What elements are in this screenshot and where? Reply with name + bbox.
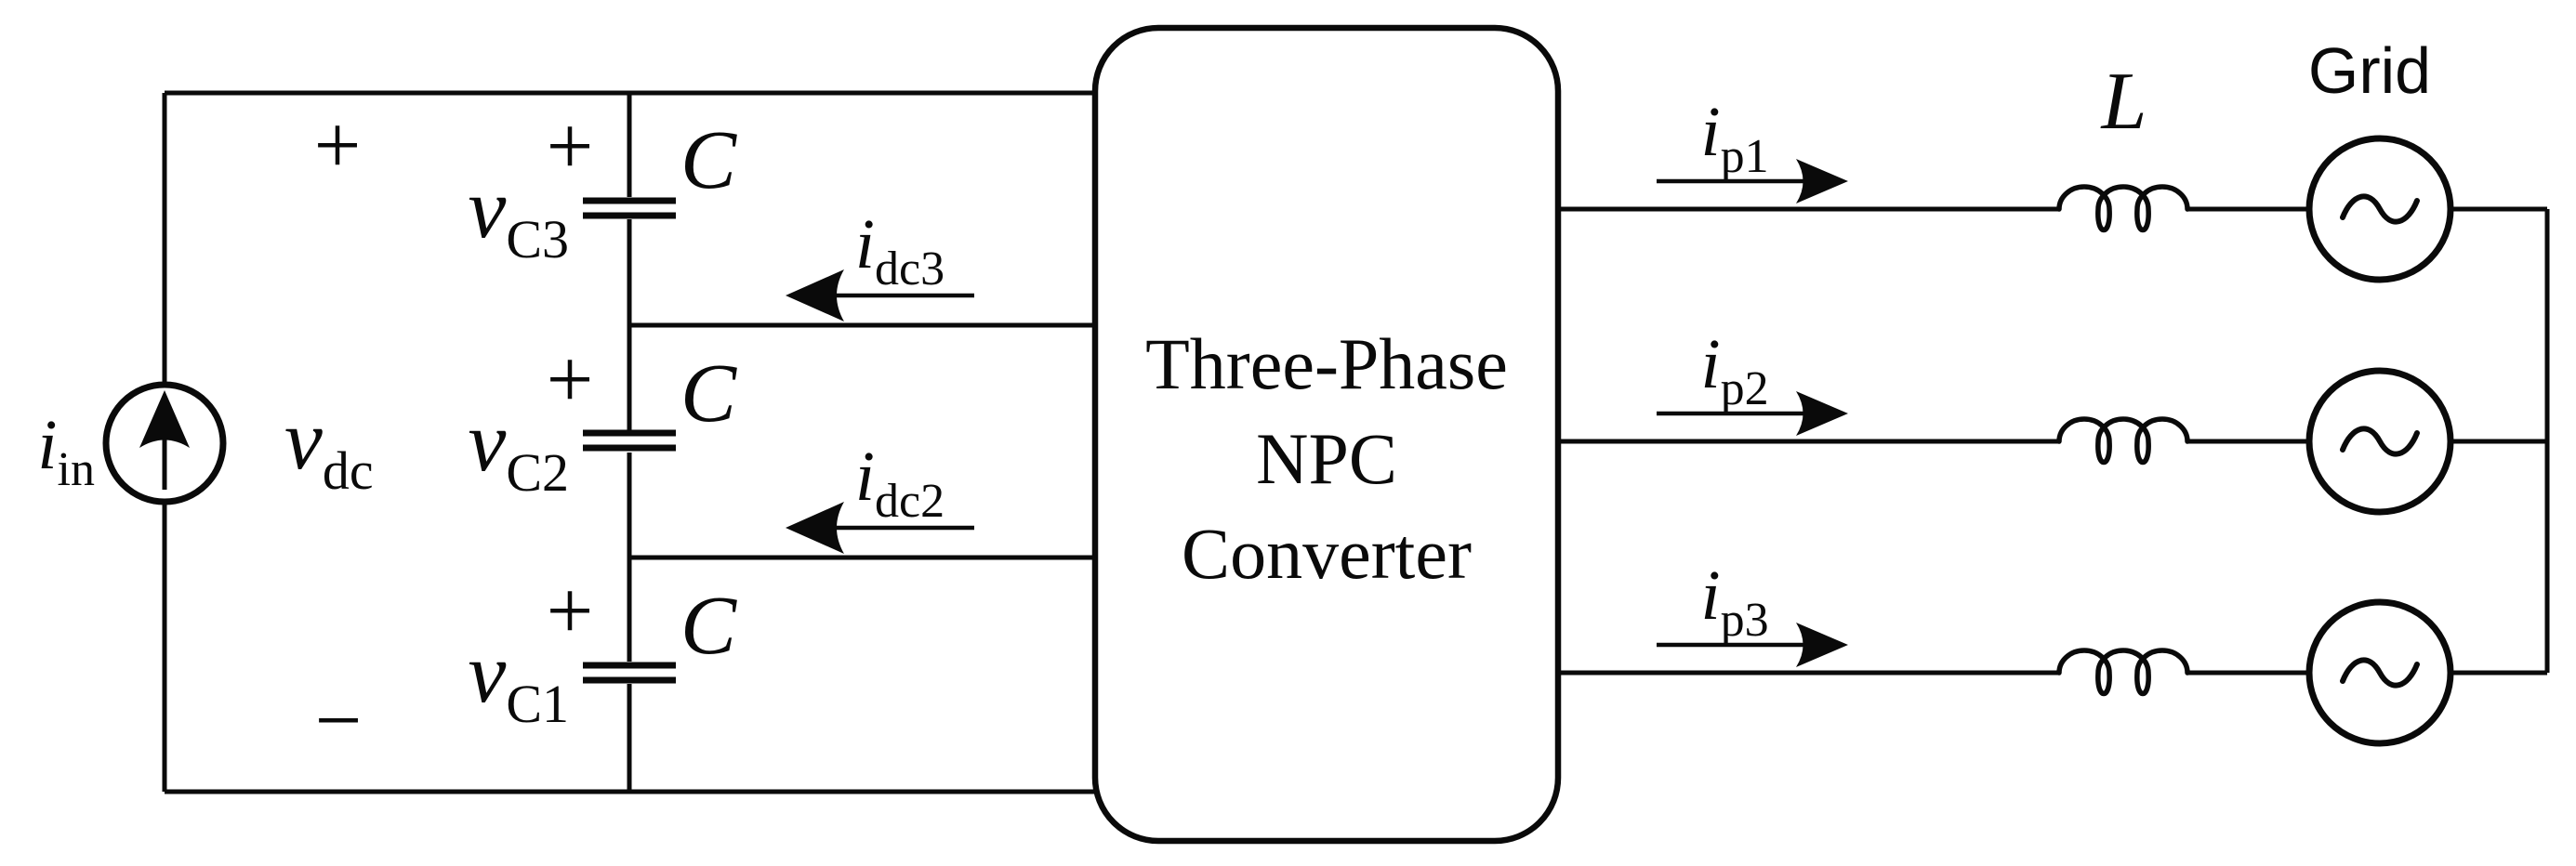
ip2-label: ip2 <box>1700 325 1768 415</box>
ac-phase-1: ip1 L Grid <box>1558 34 2547 283</box>
ip3-label: ip3 <box>1700 557 1768 647</box>
capacitor-c1-symbol-label: C <box>680 580 737 672</box>
ip1-label: ip1 <box>1700 93 1768 183</box>
converter-title-line2: NPC <box>1256 418 1397 499</box>
phase3-inductor-icon <box>2056 648 2190 696</box>
dc-voltage-label: vdc <box>284 392 374 501</box>
capacitor-c3: + vC3 C <box>468 100 737 269</box>
capacitor-plate <box>583 662 676 669</box>
capacitor-plate <box>583 429 676 437</box>
current-source-arrow-head-icon <box>139 390 190 448</box>
capacitor-plate <box>583 676 676 684</box>
capacitor-c2-symbol-label: C <box>680 348 737 440</box>
dc-voltage-plus-sign: + <box>314 99 362 191</box>
ac-phase-3: ip3 <box>1558 557 2547 747</box>
capacitor-c3-plus-sign: + <box>547 100 594 192</box>
capacitor-c1-plus-sign: + <box>547 565 594 657</box>
dc-link-bus: + vC3 C + vC2 C + vC1 C idc3 <box>468 93 1095 792</box>
capacitor-c2-voltage-label: vC2 <box>468 394 569 503</box>
capacitor-c3-symbol-label: C <box>680 114 737 206</box>
idc2-label: idc2 <box>855 438 945 528</box>
ac-phase-2: ip2 <box>1558 325 2547 516</box>
converter-title-line3: Converter <box>1182 513 1472 594</box>
idc3-left-arrow-icon <box>786 269 844 321</box>
capacitor-c3-voltage-label: vC3 <box>468 161 569 269</box>
converter-box <box>1091 24 1562 845</box>
capacitor-c2-plus-sign: + <box>547 334 594 426</box>
current-annotation-idc3: idc3 <box>786 205 974 321</box>
dc-source-branch: iin vdc + − <box>37 90 1095 794</box>
converter-title-line1: Three-Phase <box>1145 323 1508 404</box>
capacitor-plate <box>583 197 676 204</box>
grid-label: Grid <box>2308 34 2431 107</box>
capacitor-c1: + vC1 C <box>468 565 737 734</box>
current-annotation-idc2: idc2 <box>786 438 974 554</box>
idc3-label: idc3 <box>855 205 945 295</box>
phase2-sine-icon <box>2340 426 2420 457</box>
capacitor-plate <box>583 212 676 219</box>
input-current-label: iin <box>37 406 95 496</box>
npc-converter-block: Three-Phase NPC Converter <box>1091 24 1562 845</box>
phase3-sine-icon <box>2340 657 2420 689</box>
ac-side: ip1 L Grid ip2 ip3 <box>1558 34 2550 747</box>
phase2-inductor-icon <box>2056 416 2190 465</box>
phase1-sine-icon <box>2340 193 2420 225</box>
capacitor-c1-voltage-label: vC1 <box>468 625 569 734</box>
inductor-label: L <box>2100 57 2147 147</box>
capacitor-plate <box>583 444 676 452</box>
phase1-inductor-icon <box>2056 184 2190 232</box>
capacitor-c2: + vC2 C <box>468 334 737 503</box>
idc2-left-arrow-icon <box>786 502 844 554</box>
ip1-right-arrow-icon <box>1796 159 1848 203</box>
ip2-right-arrow-icon <box>1796 391 1848 436</box>
ip3-right-arrow-icon <box>1796 623 1848 667</box>
dc-voltage-minus-sign: − <box>315 675 363 767</box>
